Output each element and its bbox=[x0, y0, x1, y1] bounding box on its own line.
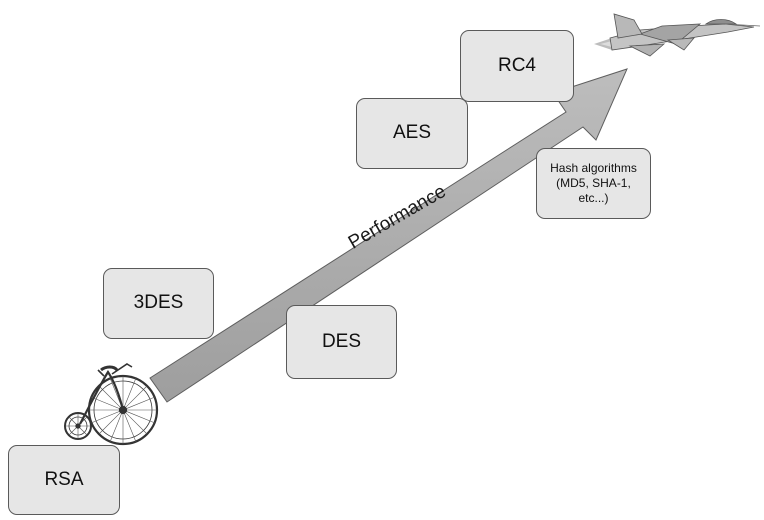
algorithm-box-rc4: RC4 bbox=[460, 30, 574, 102]
algorithm-box-des: DES bbox=[286, 305, 397, 379]
algorithm-label: RC4 bbox=[497, 54, 536, 76]
algorithm-box-3des: 3DES bbox=[103, 268, 214, 339]
algorithm-label: 3DES bbox=[133, 292, 184, 314]
algorithm-box-hash: Hash algorithms (MD5, SHA-1, etc...) bbox=[536, 148, 651, 219]
algorithm-label: RSA bbox=[44, 468, 84, 490]
algorithm-box-aes: AES bbox=[356, 98, 468, 169]
performance-arrow-shape bbox=[149, 68, 628, 403]
algorithm-label: AES bbox=[392, 122, 432, 144]
algorithm-box-rsa: RSA bbox=[8, 445, 120, 515]
algorithm-label: Hash algorithms (MD5, SHA-1, etc...) bbox=[550, 161, 637, 205]
algorithm-label: DES bbox=[321, 330, 362, 352]
